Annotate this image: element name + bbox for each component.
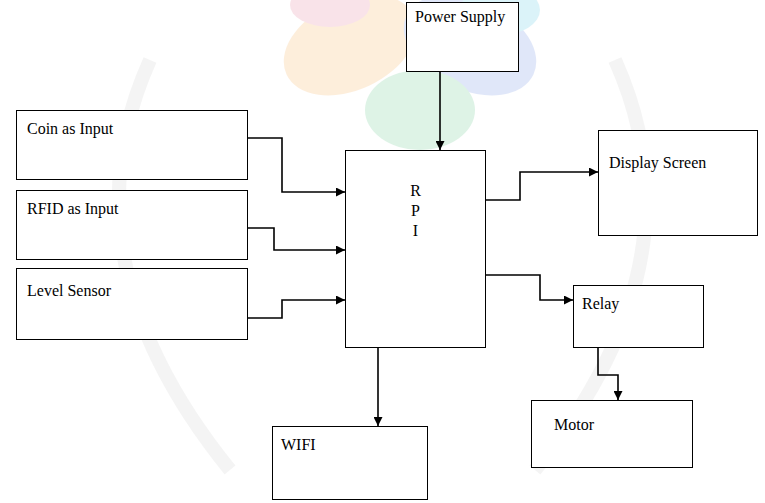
- connector-arrow: [486, 172, 598, 200]
- motor-box: Motor: [531, 400, 693, 468]
- node-label: Display Screen: [609, 145, 747, 180]
- connector-arrow: [439, 72, 441, 150]
- connector-arrow: [248, 138, 345, 192]
- input-box: RFID as Input: [16, 190, 248, 260]
- connector-arrow: [377, 348, 379, 426]
- connector-arrow: [598, 348, 618, 400]
- input-box: Coin as Input: [16, 110, 248, 180]
- node-label: Level Sensor: [27, 281, 237, 301]
- connector-arrow: [248, 228, 345, 250]
- node-label: RFID as Input: [27, 199, 237, 219]
- relay-box: Relay: [573, 285, 704, 348]
- node-label: Relay: [582, 294, 695, 314]
- sensor-box: Level Sensor: [16, 268, 248, 340]
- display-box: Display Screen: [598, 130, 758, 236]
- node-label: R P I: [408, 181, 424, 241]
- node-label: Motor: [554, 415, 670, 435]
- wifi-box: WIFI: [272, 426, 428, 500]
- node-label: WIFI: [281, 435, 419, 455]
- controller-box: R P I: [345, 150, 486, 348]
- watermark-petals: [268, 0, 553, 150]
- node-label: Power Supply: [415, 7, 510, 27]
- connector-arrow: [248, 300, 345, 318]
- power-box: Power Supply: [406, 2, 519, 72]
- node-label: Coin as Input: [27, 119, 237, 139]
- connector-arrow: [486, 275, 573, 300]
